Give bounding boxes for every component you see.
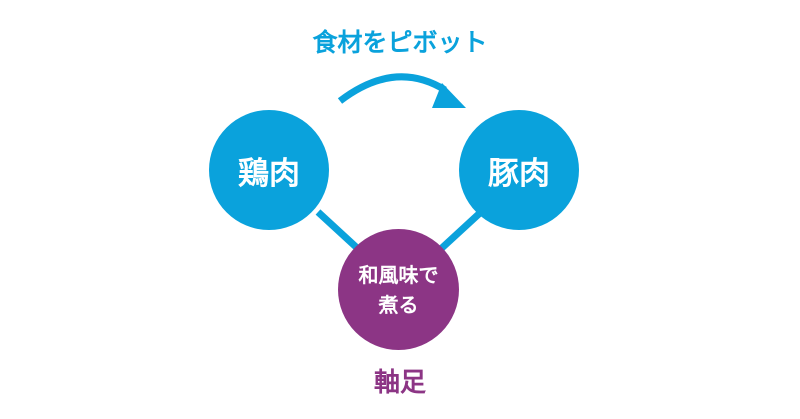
pivot-arrow-icon [337,73,447,104]
arrow-head-icon [432,83,466,108]
chicken-node-label: 鶏肉 [238,155,300,192]
pivot-foot-label-line2: 煮る [378,292,419,317]
pivot-foot-label-line1: 和風味で [358,262,439,287]
pork-node-label: 豚肉 [488,155,550,192]
chicken-node: 鶏肉 [209,110,329,230]
pivot-caption: 食材をピボット [312,28,488,57]
pivot-foot-node: 和風味で 煮る [338,229,459,350]
pork-node: 豚肉 [459,110,579,230]
pivot-foot-label-wrap: 和風味で 煮る [354,260,444,320]
axis-caption: 軸足 [373,368,426,398]
